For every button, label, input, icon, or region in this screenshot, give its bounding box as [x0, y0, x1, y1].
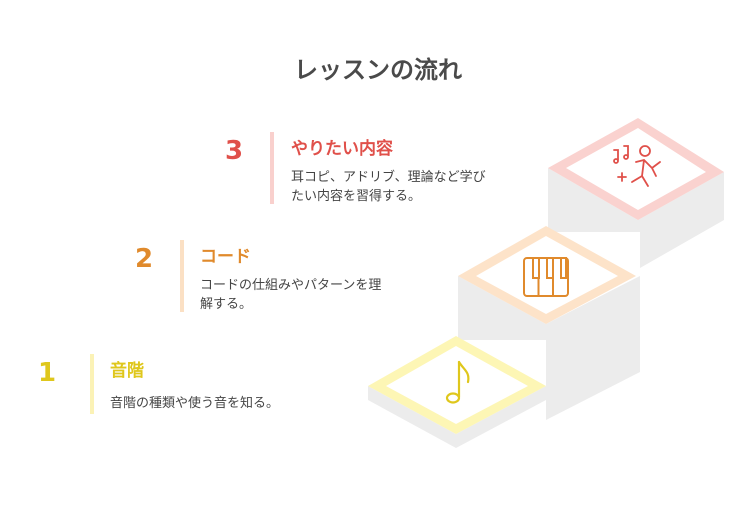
step-3-description: 耳コピ、アドリブ、理論など学び たい内容を習得する。 [291, 168, 486, 206]
piano-keys-icon [523, 257, 569, 297]
page-title: レッスンの流れ [294, 56, 462, 84]
step-1-heading: 音階 [110, 361, 144, 381]
step-3-description-line: たい内容を習得する。 [291, 189, 422, 204]
step-2-description-line: 解する。 [200, 297, 253, 312]
step-1-number: 1 [37, 358, 57, 388]
step-2-description: コードの仕組みやパターンを理 解する。 [200, 276, 381, 314]
step-2-number: 2 [134, 244, 154, 274]
music-note-icon [445, 360, 470, 404]
step-2-description-line: コードの仕組みやパターンを理 [200, 278, 382, 293]
step-1-description: 音階の種類や使う音を知る。 [110, 396, 280, 411]
step-2-bar [180, 240, 184, 312]
step-3-heading: やりたい内容 [291, 139, 393, 159]
stair-block-3 [548, 118, 724, 268]
dancing-person-music-icon [613, 145, 661, 187]
stair-block-1 [368, 336, 546, 448]
step-3-number: 3 [224, 136, 244, 166]
step-3-bar [270, 132, 274, 204]
step-2-heading: コード [200, 247, 251, 267]
step-1-bar [90, 354, 94, 414]
step-3-description-line: 耳コピ、アドリブ、理論など学び [291, 170, 486, 185]
